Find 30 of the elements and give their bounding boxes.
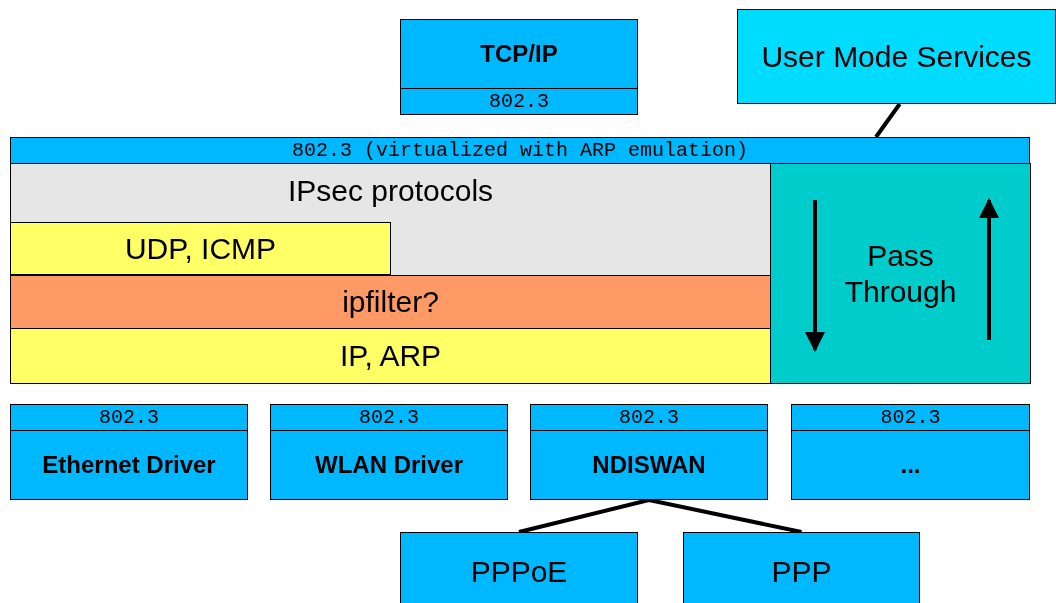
connector-line (874, 102, 902, 139)
driver-box (10, 404, 248, 500)
layer-label: PPP (771, 555, 832, 589)
service-box (737, 9, 1056, 104)
layer-label: Ethernet Driver (42, 451, 216, 479)
layer-label: Pass Through (843, 237, 958, 310)
layer-label: ipfilter? (342, 285, 439, 319)
layer-label: WLAN Driver (315, 451, 463, 479)
driver-box (791, 404, 1030, 500)
stack-panel (10, 137, 1030, 383)
layer-label: ... (900, 451, 921, 479)
layer-label: NDISWAN (592, 451, 706, 479)
filter-layer (10, 275, 771, 329)
layer-label: IPsec protocols (287, 174, 494, 208)
pass-through-panel (770, 163, 1031, 384)
layer-label: IP, ARP (339, 339, 442, 373)
layer-label: TCP/IP (480, 40, 558, 68)
protocol-box (400, 19, 638, 115)
layer-label: PPPoE (470, 555, 568, 589)
layer-label: User Mode Services (761, 39, 1032, 74)
connector-line (518, 498, 650, 534)
protocol-box (400, 532, 638, 603)
protocol-layer (10, 222, 391, 275)
connector-line (648, 498, 802, 534)
layer-label: UDP, ICMP (124, 231, 277, 266)
protocol-box (683, 532, 920, 603)
driver-box (530, 404, 768, 500)
driver-box (270, 404, 508, 500)
protocol-layer (10, 328, 771, 384)
protocol-layer (10, 163, 771, 276)
